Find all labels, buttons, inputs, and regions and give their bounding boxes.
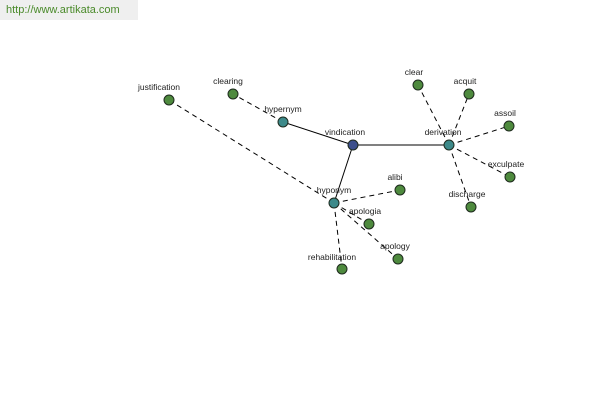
- edge-derivation-clear: [417, 84, 450, 146]
- edge-hyponym-apologia: [333, 202, 370, 225]
- node-label-rehabilitation[interactable]: rehabilitation: [308, 252, 356, 262]
- node-rehabilitation[interactable]: [336, 263, 348, 275]
- node-derivation[interactable]: [443, 139, 455, 151]
- node-label-acquit[interactable]: acquit: [454, 76, 477, 86]
- node-label-derivation[interactable]: derivation: [425, 127, 462, 137]
- node-label-exculpate[interactable]: exculpate: [488, 159, 525, 169]
- node-hyponym[interactable]: [328, 197, 340, 209]
- node-label-hyponym[interactable]: hyponym: [317, 185, 352, 195]
- node-label-assoil[interactable]: assoil: [494, 108, 516, 118]
- node-assoil[interactable]: [503, 120, 515, 132]
- site-url-link[interactable]: http://www.artikata.com: [0, 0, 138, 20]
- node-apology[interactable]: [392, 253, 404, 265]
- node-hypernym[interactable]: [277, 116, 289, 128]
- edge-derivation-discharge: [448, 144, 472, 208]
- node-discharge[interactable]: [465, 201, 477, 213]
- node-label-discharge[interactable]: discharge: [449, 189, 486, 199]
- node-apologia[interactable]: [363, 218, 375, 230]
- node-label-clear[interactable]: clear: [405, 67, 424, 77]
- node-clearing[interactable]: [227, 88, 239, 100]
- edge-hyponym-alibi: [333, 189, 401, 204]
- node-label-clearing[interactable]: clearing: [213, 76, 243, 86]
- node-label-justification[interactable]: justification: [137, 82, 180, 92]
- node-label-hypernym[interactable]: hypernym: [264, 104, 301, 114]
- graph-labels: vindication hypernym derivation hyponym just…: [137, 67, 524, 262]
- node-alibi[interactable]: [394, 184, 406, 196]
- node-label-alibi[interactable]: alibi: [387, 172, 402, 182]
- edge-derivation-assoil: [448, 125, 510, 146]
- edge-derivation-acquit: [448, 93, 470, 146]
- node-justification[interactable]: [163, 94, 175, 106]
- node-label-apologia[interactable]: apologia: [349, 206, 381, 216]
- edge-derivation-exculpate: [448, 144, 511, 178]
- node-acquit[interactable]: [463, 88, 475, 100]
- edge-hyponym-rehabilitation: [333, 202, 343, 270]
- edge-vindication-hyponym: [333, 144, 354, 204]
- graph-nodes: [163, 79, 516, 275]
- node-exculpate[interactable]: [504, 171, 516, 183]
- node-clear[interactable]: [412, 79, 424, 91]
- graph-edges: [168, 84, 511, 270]
- node-vindication[interactable]: [347, 139, 359, 151]
- edge-vindication-hypernym: [282, 121, 354, 146]
- edge-hyponym-justification: [168, 99, 335, 204]
- node-label-apology[interactable]: apology: [380, 241, 411, 251]
- edge-hypernym-clearing: [232, 93, 284, 123]
- node-label-vindication[interactable]: vindication: [325, 127, 365, 137]
